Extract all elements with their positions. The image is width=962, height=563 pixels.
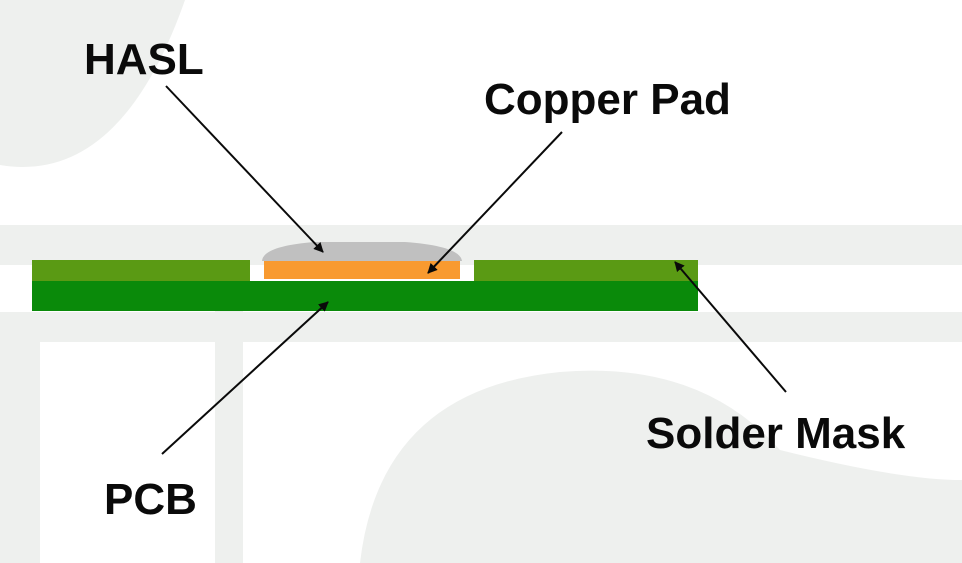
copper-pad-label: Copper Pad (484, 75, 731, 124)
watermark-band (0, 225, 962, 265)
solder-mask-right (474, 260, 698, 281)
solder-mask-arrow (674, 261, 787, 393)
copper-pad (264, 260, 460, 279)
copper-pad-arrow (427, 131, 563, 274)
solder-mask-left (32, 260, 250, 281)
hasl-label: HASL (84, 35, 204, 84)
hasl-dome (262, 242, 462, 261)
watermark-band-lower (0, 312, 962, 342)
hasl-arrow (165, 85, 324, 253)
watermark-bar-mid (215, 265, 243, 563)
watermark-arc-top (0, 0, 185, 167)
solder-mask-label: Solder Mask (646, 409, 906, 458)
pcb-layer (32, 281, 698, 311)
watermark-arc-bottom (360, 370, 962, 563)
pcb-label: PCB (104, 475, 197, 524)
watermark-bar-left (0, 312, 40, 563)
pcb-arrow (161, 301, 329, 455)
